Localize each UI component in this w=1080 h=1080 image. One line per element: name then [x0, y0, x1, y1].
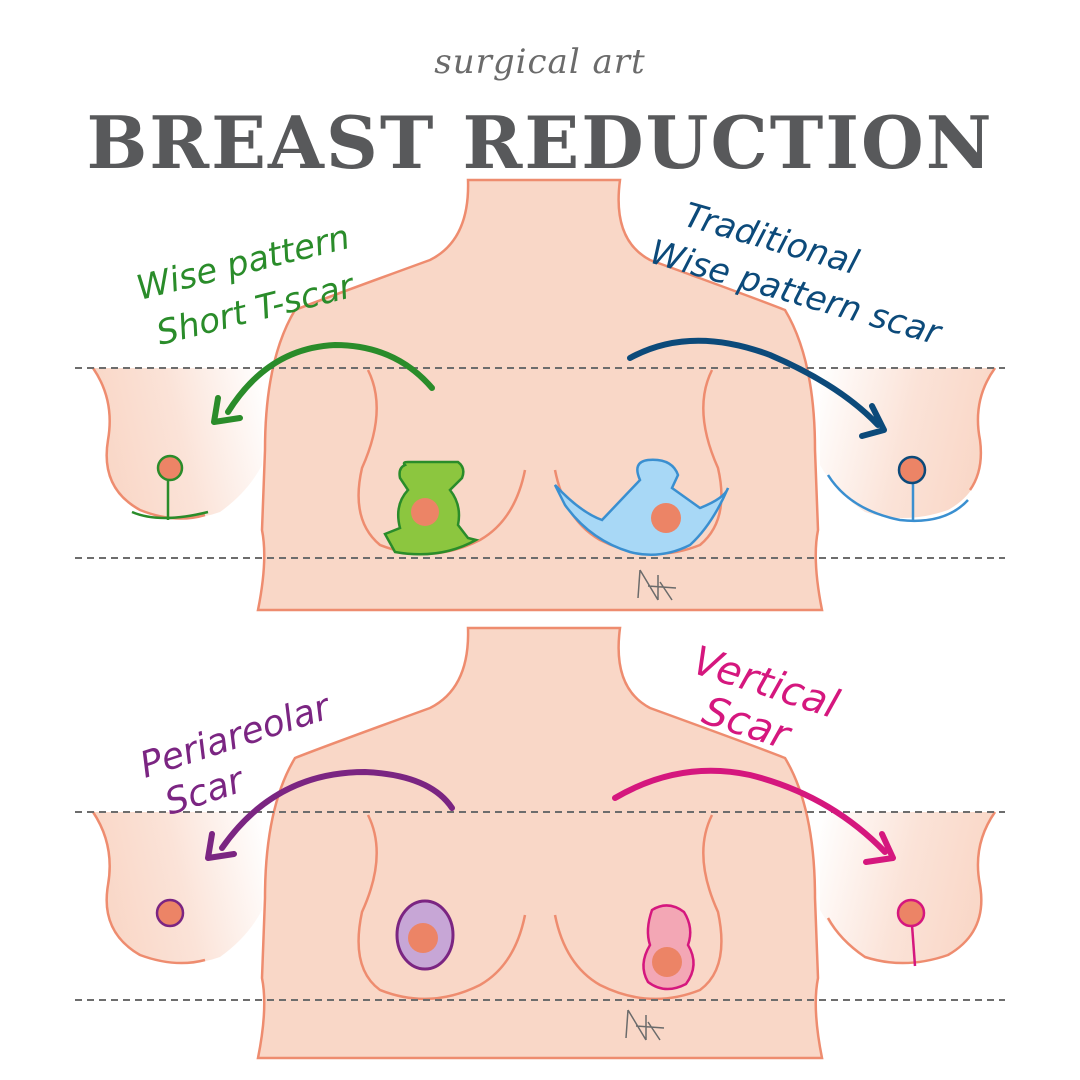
navy-arrow [627, 337, 887, 439]
top-left-areola [411, 498, 439, 526]
bottom-signature [625, 1009, 665, 1041]
top-left-breast-outline [357, 369, 527, 556]
top-right-profile-scar [826, 474, 969, 522]
bottom-right-profile-fill [820, 812, 995, 964]
bottom-panel: Periareolar Scar Vertical Scar [75, 626, 1005, 1060]
green-arrow [211, 341, 435, 425]
bottom-left-breast-outline [357, 814, 527, 1001]
bottom-left-profile-fill [93, 812, 262, 964]
magenta-arrow [612, 767, 896, 865]
bottom-right-profile-scar [910, 924, 917, 967]
bottom-right-breast-outline [553, 814, 723, 1001]
top-right-profile-fill [820, 368, 995, 519]
bottom-right-profile-outline [826, 811, 997, 965]
top-signature [637, 569, 677, 601]
bottom-left-profile-areola [155, 898, 185, 928]
top-panel: Wise pattern Short T-scar Traditional Wi… [75, 178, 1005, 612]
blue-wise-pattern [553, 458, 730, 557]
bottom-right-profile-areola [896, 898, 926, 928]
bottom-left-profile-outline [91, 811, 206, 965]
top-right-areola [651, 503, 681, 533]
bottom-left-areola [408, 923, 438, 953]
top-left-profile-areola [156, 454, 184, 482]
page-title: BREAST REDUCTION [86, 100, 994, 185]
purple-arrow [205, 768, 455, 861]
top-left-profile-scar [131, 480, 209, 520]
top-left-profile-fill [93, 368, 262, 519]
top-right-profile-areola [897, 455, 927, 485]
top-right-profile-outline [968, 367, 997, 491]
bottom-right-areola [652, 947, 682, 977]
kicker-text: surgical art [434, 42, 646, 82]
